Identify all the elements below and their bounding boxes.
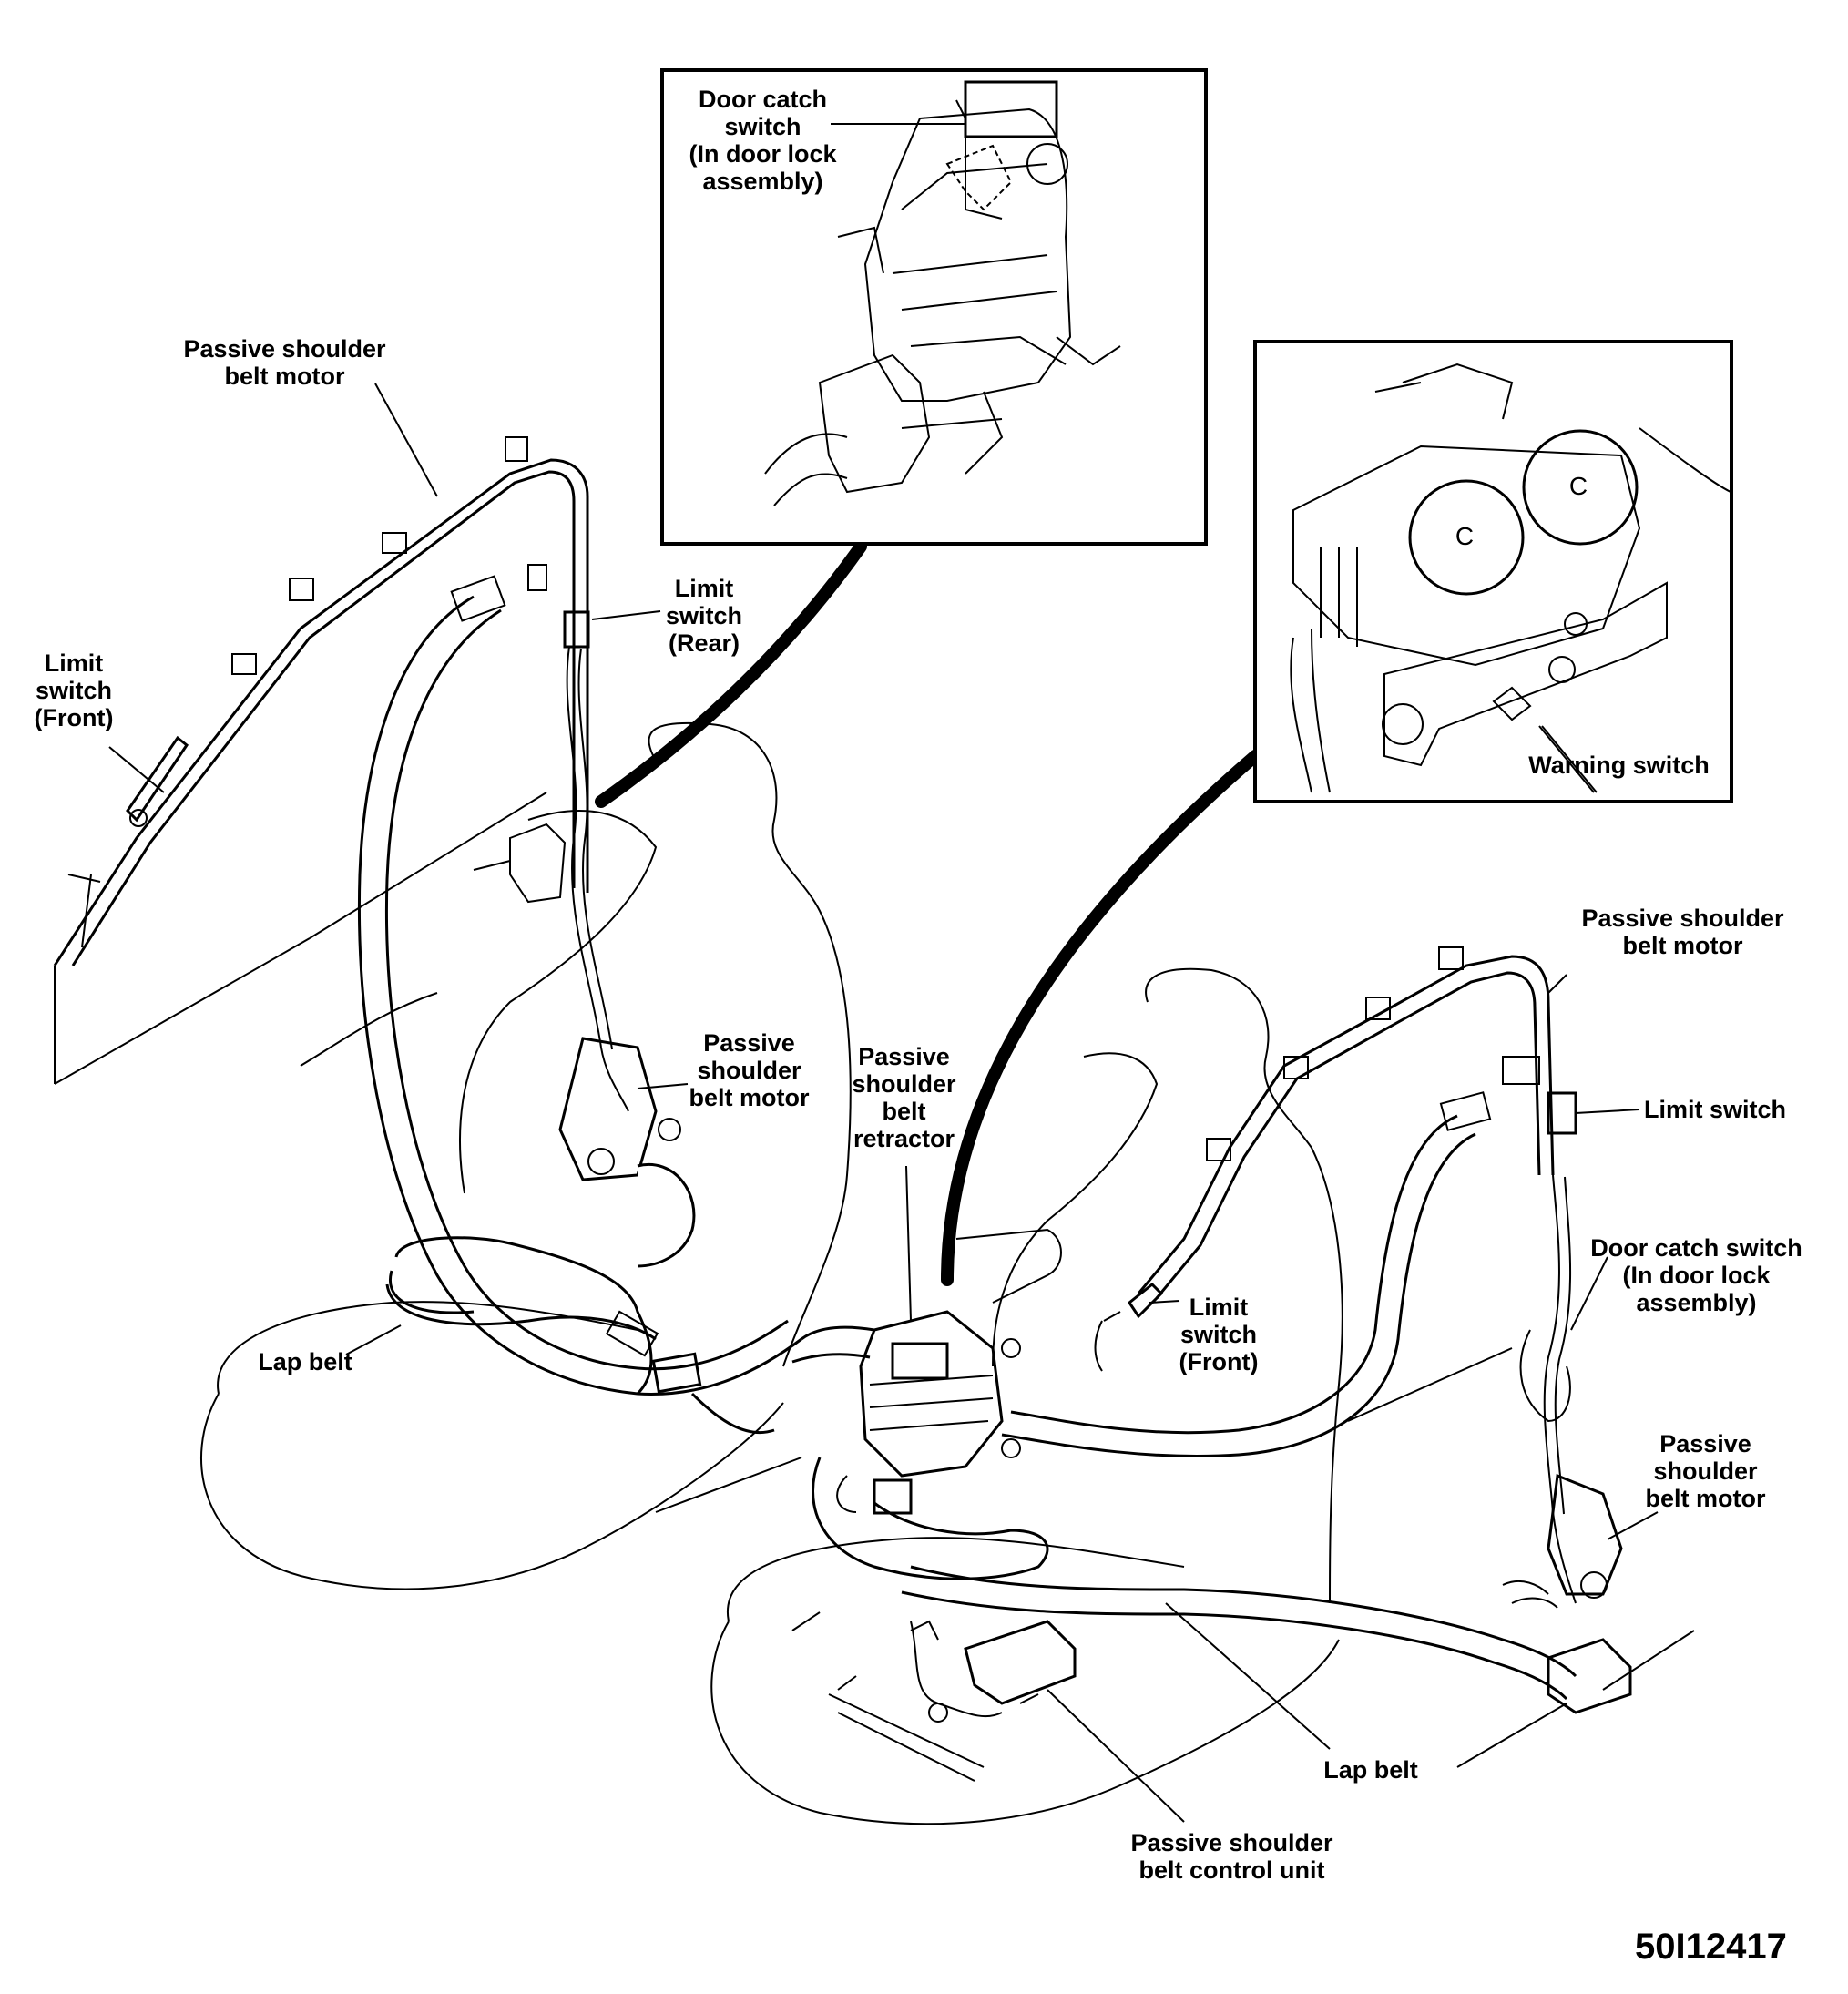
label-line: Passive shoulder	[183, 335, 386, 363]
label-line: Passive shoulder	[1130, 1829, 1333, 1856]
label-door-catch-switch-inset: Door catch switch (In door lock assembly…	[679, 86, 847, 195]
label-passive-shoulder-belt-retractor: Passive shoulder belt retractor	[838, 1043, 970, 1152]
label-passive-shoulder-belt-motor-right-top: Passive shoulder belt motor	[1567, 905, 1799, 959]
figure-id: 50I12417	[1635, 1927, 1787, 1967]
label-line: Passive	[858, 1043, 950, 1070]
label-line: belt motor	[1645, 1485, 1766, 1512]
label-line: Lap belt	[258, 1348, 352, 1375]
label-limit-switch-right: Limit switch	[1644, 1096, 1786, 1123]
right-lap-belt	[901, 1565, 1695, 1768]
label-line: Limit	[674, 575, 734, 602]
label-line: assembly)	[1636, 1289, 1757, 1316]
label-lap-belt-right: Lap belt	[1312, 1756, 1430, 1784]
label-passive-shoulder-belt-control-unit: Passive shoulder belt control unit	[1116, 1829, 1348, 1884]
label-line: Passive	[1659, 1430, 1751, 1457]
label-line: belt	[882, 1098, 926, 1125]
label-passive-shoulder-belt-motor-left-center: Passive shoulder belt motor	[679, 1029, 820, 1111]
label-limit-switch-front-center: Limit switch (Front)	[1169, 1294, 1269, 1375]
label-line: (In door lock	[689, 140, 837, 168]
right-shoulder-belt	[1001, 1091, 1492, 1457]
inset-connector-line-left	[595, 540, 867, 808]
label-line: Warning switch	[1528, 752, 1710, 779]
label-limit-switch-front-left: Limit switch (Front)	[24, 649, 124, 731]
label-line: switch	[724, 113, 801, 140]
leader-lines	[108, 123, 1659, 1823]
label-line: switch	[35, 677, 113, 704]
label-line: shoulder	[697, 1057, 801, 1084]
control-unit-graphic	[828, 1620, 1077, 1782]
label-line: (In door lock	[1622, 1262, 1771, 1289]
label-line: (Front)	[1179, 1348, 1259, 1375]
svg-text:C: C	[1455, 522, 1474, 550]
label-line: Limit switch	[1644, 1096, 1787, 1123]
left-shoulder-belt	[358, 575, 802, 1396]
label-limit-switch-rear: Limit switch (Rear)	[654, 575, 754, 657]
inset-connector-line-right	[941, 750, 1261, 1286]
label-line: Door catch	[698, 86, 828, 113]
label-line: shoulder	[1653, 1457, 1758, 1485]
label-line: switch	[665, 602, 743, 629]
inset-door-catch-switch	[660, 68, 1208, 546]
label-line: retractor	[853, 1125, 955, 1152]
label-door-catch-switch-right: Door catch switch (In door lock assembly…	[1580, 1234, 1812, 1316]
label-line: shoulder	[852, 1070, 956, 1098]
label-lap-belt-left: Lap belt	[246, 1348, 364, 1375]
left-lap-belt	[385, 1236, 775, 1435]
label-warning-switch: Warning switch	[1516, 752, 1721, 779]
label-line: Limit	[44, 649, 104, 677]
right-seat	[710, 967, 1343, 1825]
right-door-frame	[1094, 946, 1623, 1609]
label-line: switch	[1179, 1321, 1258, 1348]
label-line: belt control unit	[1138, 1856, 1325, 1884]
left-door-frame	[53, 436, 696, 1268]
label-line: Passive shoulder	[1581, 905, 1784, 932]
passive-shoulder-belt-retractor	[791, 1228, 1062, 1580]
label-line: (Front)	[34, 704, 114, 731]
label-line: belt motor	[689, 1084, 810, 1111]
label-line: Lap belt	[1323, 1756, 1418, 1784]
label-line: Limit	[1189, 1294, 1249, 1321]
label-line: Passive	[703, 1029, 795, 1057]
inset-warning-switch: C C	[1253, 340, 1733, 803]
label-passive-shoulder-belt-motor-top-left: Passive shoulder belt motor	[168, 335, 401, 390]
label-line: belt motor	[1622, 932, 1743, 959]
label-passive-shoulder-belt-motor-right-lower: Passive shoulder belt motor	[1630, 1430, 1781, 1512]
svg-text:C: C	[1569, 472, 1588, 500]
left-seat	[200, 721, 852, 1590]
label-line: Door catch switch	[1590, 1234, 1802, 1262]
label-line: assembly)	[702, 168, 823, 195]
label-line: (Rear)	[668, 629, 740, 657]
label-line: belt motor	[224, 363, 345, 390]
